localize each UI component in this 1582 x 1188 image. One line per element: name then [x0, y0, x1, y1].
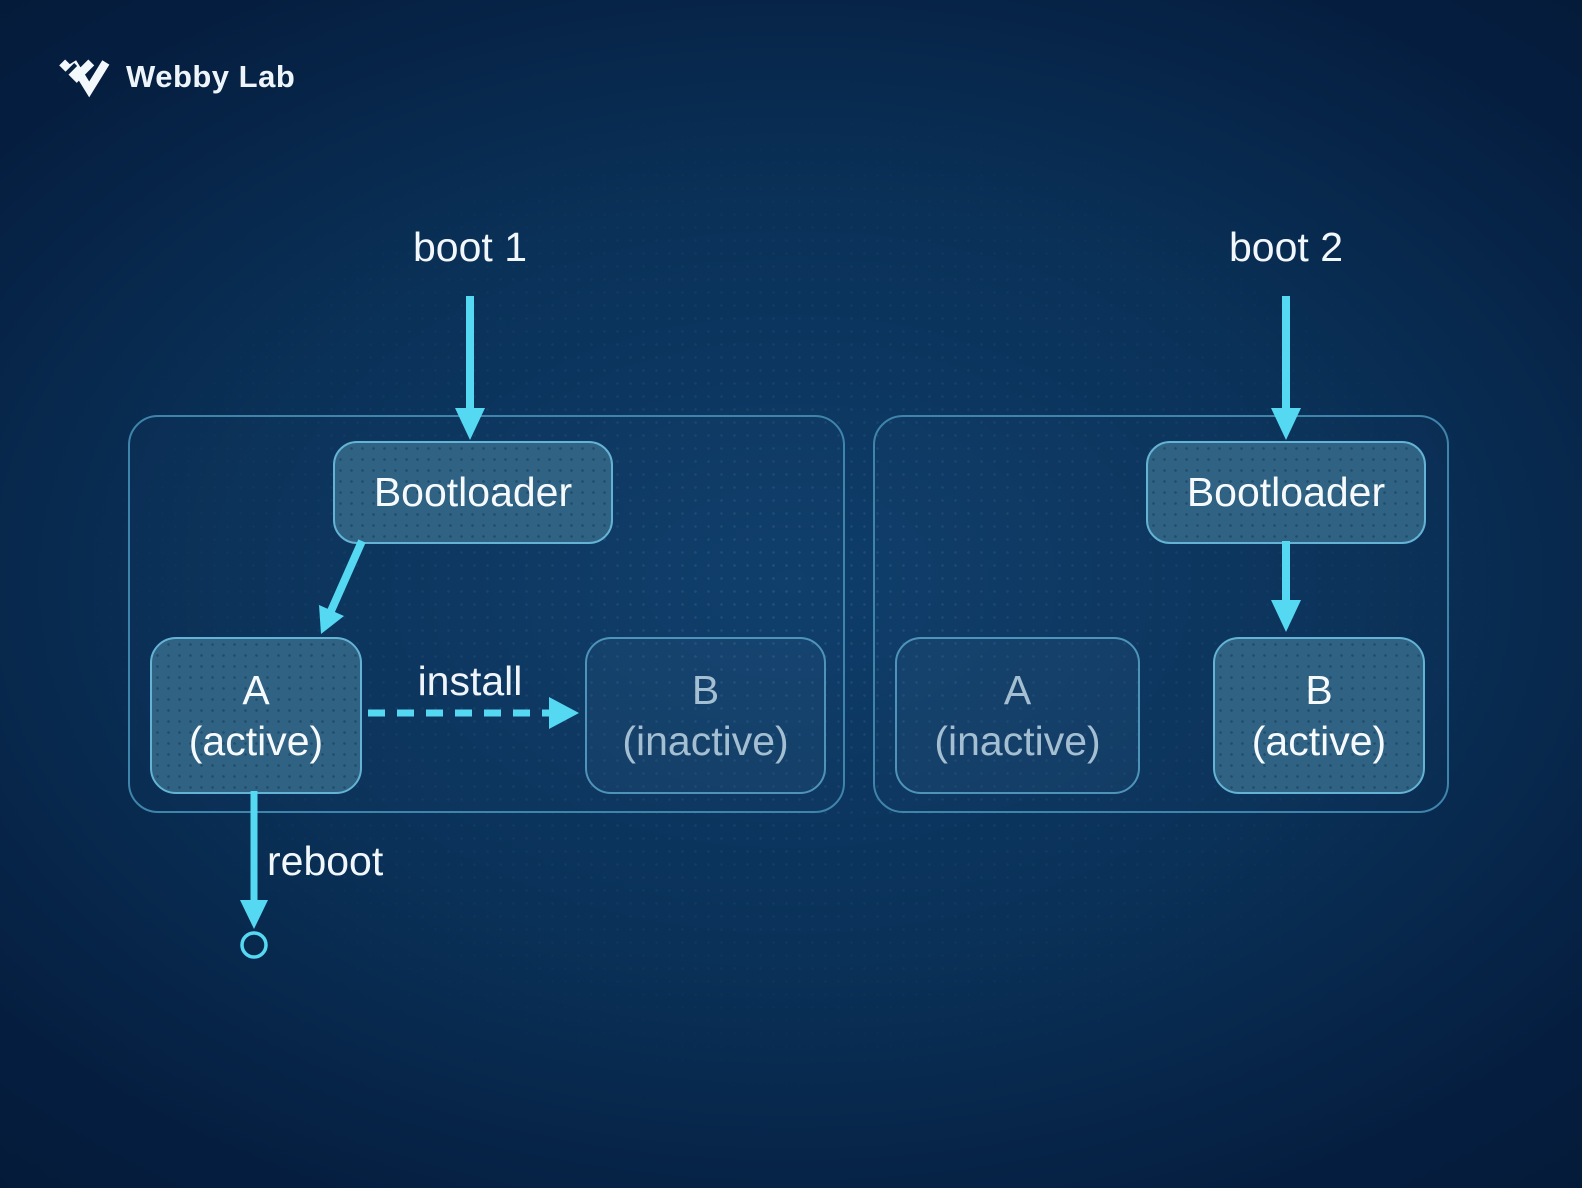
scenario2-panel [873, 415, 1449, 813]
webbylab-w-icon [58, 56, 110, 98]
reboot-label: reboot [267, 838, 384, 884]
bootloader2-box: Bootloader [1146, 441, 1426, 544]
slot-a1-state: (active) [188, 717, 324, 764]
bootloader2-label: Bootloader [1186, 469, 1386, 516]
slot-b1-label: B [691, 666, 720, 713]
slot-b1-state: (inactive) [622, 717, 789, 764]
slot-a-inactive-box: A (inactive) [895, 637, 1140, 794]
slot-a2-label: A [1003, 666, 1032, 713]
boot1-label: boot 1 [413, 224, 527, 270]
slot-b-inactive-box: B (inactive) [585, 637, 826, 794]
slot-b-active-box: B (active) [1213, 637, 1425, 794]
install-label: install [417, 658, 523, 704]
brand-name: Webby Lab [126, 59, 296, 94]
reboot-end-circle [240, 931, 268, 959]
boot2-label: boot 2 [1229, 224, 1343, 270]
slot-a2-state: (inactive) [934, 717, 1101, 764]
slot-a-active-box: A (active) [150, 637, 362, 794]
slot-b2-label: B [1305, 666, 1333, 713]
slot-a1-label: A [242, 666, 270, 713]
reboot-arrow [240, 791, 268, 959]
slot-b2-state: (active) [1251, 717, 1387, 764]
bootloader1-label: Bootloader [373, 469, 573, 516]
bootloader1-box: Bootloader [333, 441, 613, 544]
brand-logo: Webby Lab [58, 56, 295, 98]
scenario1-panel [128, 415, 845, 813]
